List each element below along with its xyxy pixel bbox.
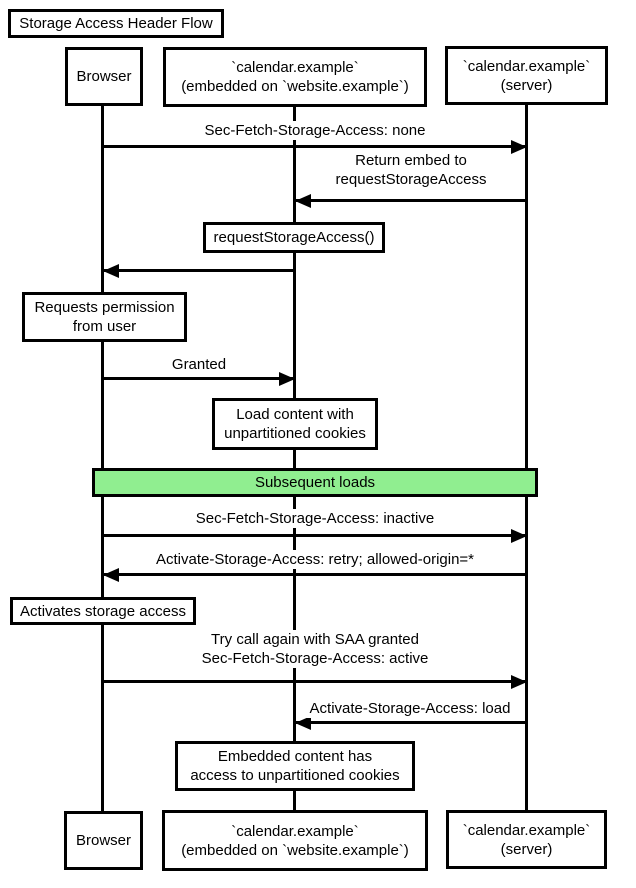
message-label-return-embed: Return embed to requestStorageAccess [332,151,490,189]
note-activates-storage-access-label: Activates storage access [20,602,186,620]
note-load-content: Load content with unpartitioned cookies [212,398,378,450]
note-requests-permission-line1: Requests permission [34,299,175,316]
message-label-try-call-again-line1: Try call again with SAA granted [211,631,419,648]
note-embedded-access: Embedded content has access to unpartiti… [175,741,415,791]
message-label-return-embed-line2: requestStorageAccess [335,171,487,188]
actor-embedded-bottom: `calendar.example` (embedded on `website… [162,810,428,871]
actor-embedded-label-line2: (embedded on `website.example`) [181,78,409,95]
actor-embedded-label-line1: `calendar.example` [231,59,359,76]
message-arrow-server-to-browser [103,573,527,576]
note-embedded-access-line2: access to unpartitioned cookies [190,767,400,784]
note-load-content-line1: Load content with [236,406,354,423]
note-request-storage-access-label: requestStorageAccess() [213,229,375,246]
actor-server-bottom-label-line1: `calendar.example` [462,821,591,839]
message-label-return-embed-line1: Return embed to [355,152,467,169]
actor-embedded-top: `calendar.example` (embedded on `website… [163,47,427,107]
actor-browser-bottom-label: Browser [75,832,131,849]
lifeline-server [525,104,528,812]
actor-server-bottom: `calendar.example` (server) [446,810,607,869]
lifeline-embedded [293,105,296,812]
message-label-sec-fetch-inactive: Sec-Fetch-Storage-Access: inactive [192,509,438,528]
lifeline-browser [101,105,104,812]
message-arrow-embedded-to-browser [103,269,295,272]
message-label-sec-fetch-none: Sec-Fetch-Storage-Access: none [201,121,429,140]
divider-subsequent-loads-label: Subsequent loads [254,474,376,491]
message-label-granted: Granted [168,355,230,374]
message-label-activate-load: Activate-Storage-Access: load [306,699,514,718]
note-requests-permission: Requests permission from user [22,292,187,342]
actor-browser-bottom: Browser [64,811,143,870]
actor-browser-label: Browser [76,68,132,85]
actor-server-bottom-label-line2: (server) [500,840,553,858]
note-embedded-access-line1: Embedded content has [217,748,373,765]
actor-server-top: `calendar.example` (server) [445,46,608,105]
message-label-try-call-again-line2: Sec-Fetch-Storage-Access: active [201,650,429,667]
note-requests-permission-line2: from user [72,318,137,335]
actor-server-label-line2: (server) [500,76,553,94]
message-arrow-server-to-embedded [295,199,527,202]
actor-browser-top: Browser [65,47,143,106]
message-label-try-call-again: Try call again with SAA granted Sec-Fetc… [198,630,432,668]
note-activates-storage-access: Activates storage access [10,597,196,625]
divider-subsequent-loads: Subsequent loads [92,468,538,497]
message-arrow-server-to-embedded-2 [295,721,527,724]
message-arrow-browser-to-server-3 [103,680,527,683]
note-load-content-line2: unpartitioned cookies [224,425,366,442]
note-request-storage-access: requestStorageAccess() [203,222,385,253]
message-arrow-browser-to-server [103,145,527,148]
actor-server-label-line1: `calendar.example` [462,57,591,75]
diagram-title: Storage Access Header Flow [8,9,224,38]
message-label-activate-retry: Activate-Storage-Access: retry; allowed-… [152,550,478,569]
message-arrow-browser-to-server-2 [103,534,527,537]
actor-embedded-bottom-label-line2: (embedded on `website.example`) [181,841,409,859]
actor-embedded-bottom-label-line1: `calendar.example` [231,822,359,840]
message-arrow-browser-to-embedded [103,377,295,380]
